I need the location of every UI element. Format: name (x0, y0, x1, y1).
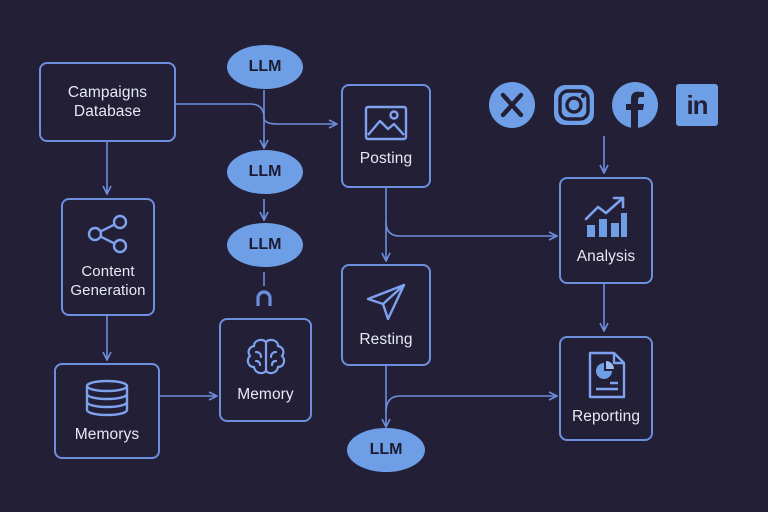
llm-node-second[interactable]: LLM (227, 150, 303, 194)
memory-node[interactable]: Memory (219, 318, 312, 422)
image-icon (364, 105, 408, 140)
linkedin-text: in (686, 89, 708, 120)
posting-label: Posting (359, 149, 413, 167)
report-document-icon (588, 351, 626, 399)
resting-label: Resting (359, 330, 413, 348)
llm-node-top[interactable]: LLM (227, 45, 303, 89)
edge-to-reporting (385, 396, 556, 413)
content-generation-label: Content Generation (70, 263, 146, 299)
resting-node[interactable]: Resting (341, 264, 431, 366)
facebook-icon[interactable] (612, 82, 658, 128)
content-generation-node[interactable]: Content Generation (61, 198, 155, 316)
trend-chart-icon (584, 196, 627, 237)
campaigns-database-label: Campaigns Database (67, 84, 148, 120)
campaigns-database-node[interactable]: Campaigns Database (39, 62, 176, 142)
analysis-node[interactable]: Analysis (559, 177, 653, 284)
memory-hook (256, 290, 272, 306)
reporting-node[interactable]: Reporting (559, 336, 653, 441)
posting-node[interactable]: Posting (341, 84, 431, 188)
database-icon (85, 379, 129, 416)
reporting-label: Reporting (571, 408, 641, 425)
edge-campaigns-to-posting (176, 103, 336, 124)
memorys-label: Memorys (74, 425, 140, 443)
instagram-icon[interactable] (551, 82, 597, 128)
x-logo-icon[interactable] (489, 82, 535, 128)
share-icon (87, 214, 128, 254)
linkedin-icon[interactable]: in (674, 82, 720, 128)
edge-posting-to-analysis (385, 188, 556, 236)
memorys-node[interactable]: Memorys (54, 363, 160, 459)
send-icon (366, 283, 406, 320)
memory-label: Memory (237, 385, 294, 403)
llm-node-bottom[interactable]: LLM (347, 428, 425, 472)
llm-node-third[interactable]: LLM (227, 223, 303, 267)
analysis-label: Analysis (576, 248, 636, 265)
brain-icon (246, 338, 285, 374)
